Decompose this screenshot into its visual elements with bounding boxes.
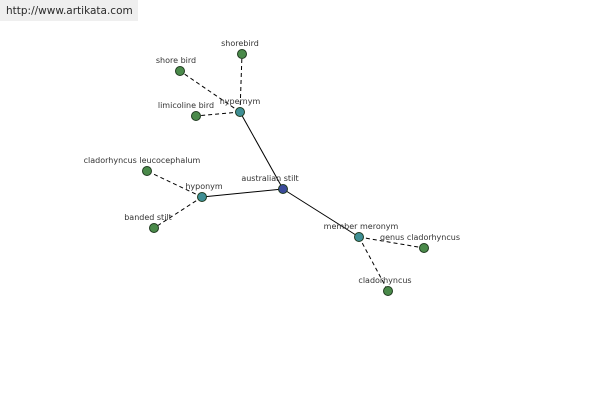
- edge-center-hyponym: [201, 188, 284, 198]
- edge-hypernym-shore-bird: [179, 70, 241, 113]
- banded-stilt-node[interactable]: [149, 223, 159, 233]
- limicoline-bird-node[interactable]: [191, 111, 201, 121]
- edge-center-member-meronym: [282, 188, 360, 238]
- hyponym-label: hyponym: [185, 182, 223, 191]
- cladorhyncus-leucocephalum-label: cladorhyncus leucocephalum: [84, 156, 201, 165]
- shorebird-node[interactable]: [237, 49, 247, 59]
- watermark-url[interactable]: http://www.artikata.com: [6, 5, 133, 17]
- shore-bird-node[interactable]: [175, 66, 185, 76]
- banded-stilt-label: banded stilt: [124, 213, 172, 222]
- edge-hyponym-cladorhyncus-leucocephalum: [146, 170, 203, 198]
- edge-hypernym-limicoline-bird: [195, 111, 241, 117]
- australian-stilt-label: australian stilt: [241, 174, 298, 183]
- cladorhyncus-label: cladorhyncus: [358, 276, 411, 285]
- australian-stilt-node[interactable]: [278, 184, 288, 194]
- watermark-bar: http://www.artikata.com: [0, 0, 138, 21]
- hypernym-node[interactable]: [235, 107, 245, 117]
- member-meronym-node[interactable]: [354, 232, 364, 242]
- shorebird-label: shorebird: [221, 39, 259, 48]
- edge-hyponym-banded-stilt: [153, 196, 203, 229]
- edge-member-meronym-genus-cladorhyncus: [358, 236, 425, 249]
- edge-center-hypernym: [239, 111, 284, 190]
- limicoline-bird-label: limicoline bird: [158, 101, 214, 110]
- hyponym-node[interactable]: [197, 192, 207, 202]
- genus-cladorhyncus-node[interactable]: [419, 243, 429, 253]
- cladorhyncus-leucocephalum-node[interactable]: [142, 166, 152, 176]
- genus-cladorhyncus-label: genus cladorhyncus: [380, 233, 460, 242]
- shore-bird-label: shore bird: [156, 56, 196, 65]
- edge-hypernym-shorebird: [239, 53, 243, 113]
- member-meronym-label: member meronym: [324, 222, 399, 231]
- edge-member-meronym-cladorhyncus: [358, 236, 389, 292]
- hypernym-label: hypernym: [220, 97, 261, 106]
- cladorhyncus-node[interactable]: [383, 286, 393, 296]
